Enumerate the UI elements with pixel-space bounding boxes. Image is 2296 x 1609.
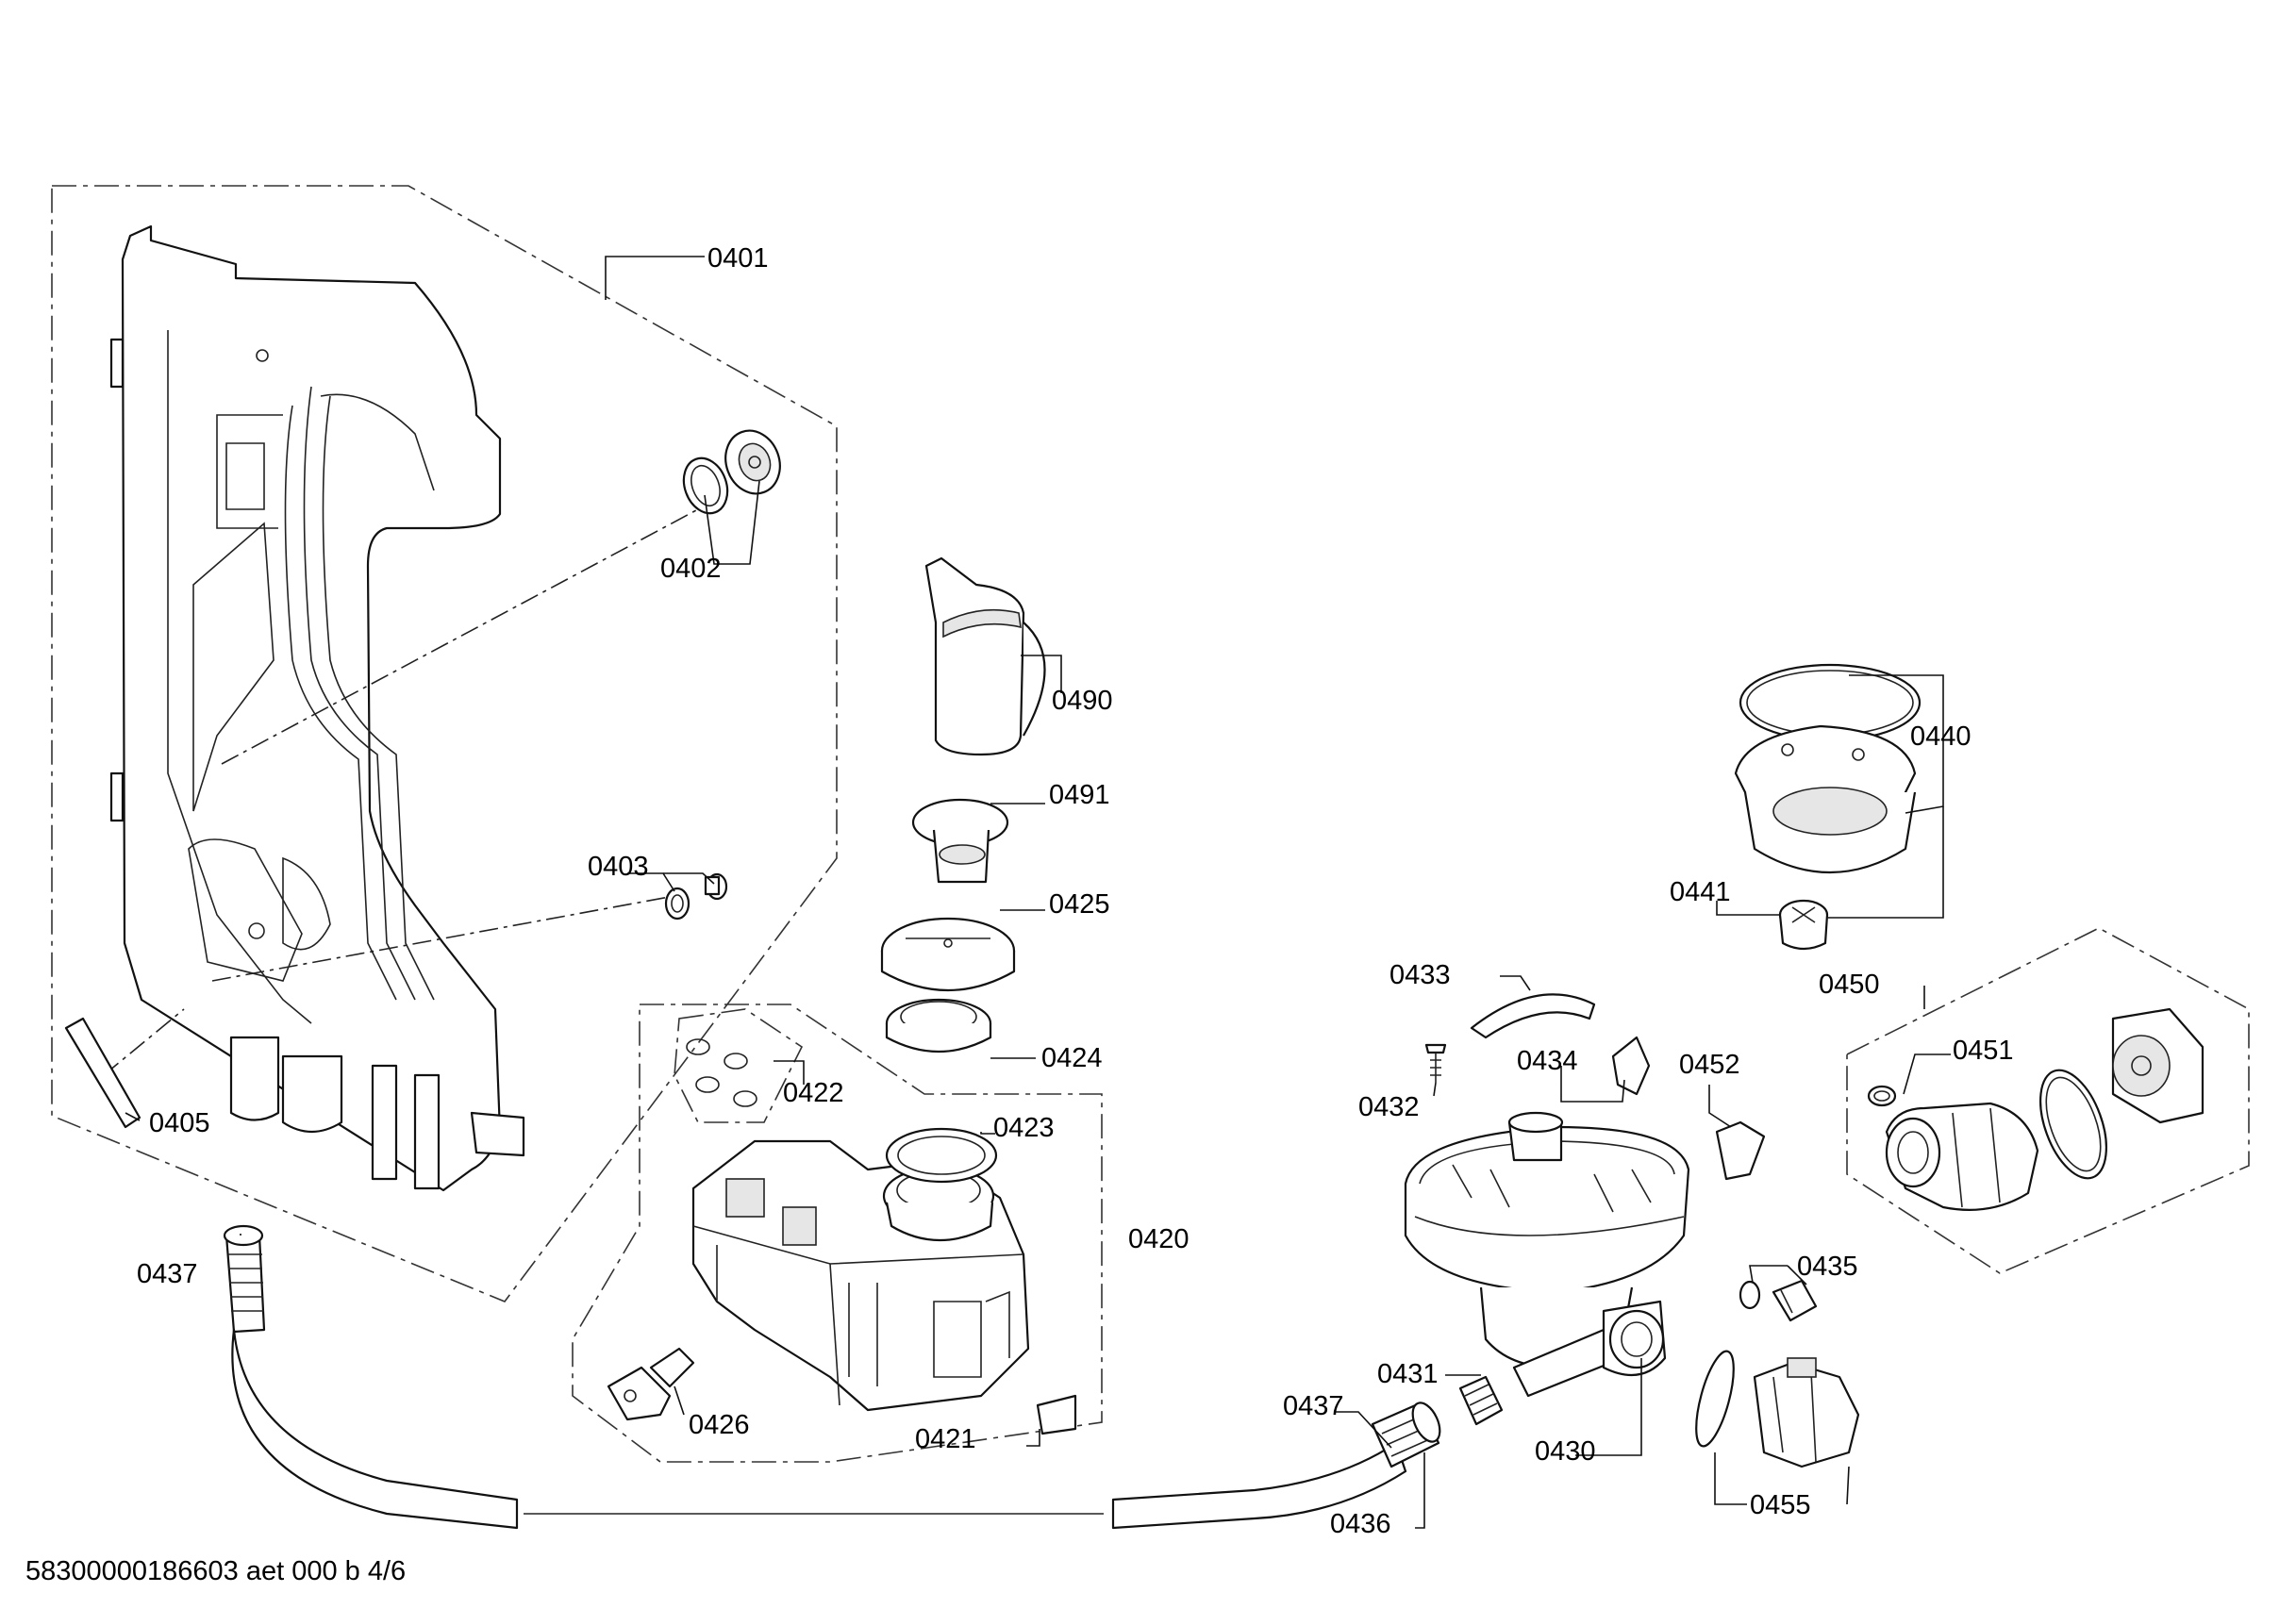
seal-0423-part	[885, 1127, 998, 1184]
side-panel-part	[109, 224, 525, 1192]
sump-0430-part	[1404, 1111, 1690, 1398]
label-0401: 0401	[707, 243, 769, 274]
valve-0426-part	[607, 1347, 695, 1421]
pump-housing-0440-part	[1734, 663, 1922, 874]
label-0437-left: 0437	[137, 1259, 198, 1289]
part-labels: 0401 0402 0403 0405 0490 0491 0425 0424 …	[137, 243, 2014, 1539]
document-footer: 58300000186603 aet 000 b 4/6	[25, 1556, 407, 1586]
seals-0422-part	[674, 1008, 804, 1123]
center-line-0402	[221, 508, 699, 765]
label-0455: 0455	[1750, 1490, 1811, 1520]
seal-0423-inner	[897, 1136, 986, 1175]
label-0405: 0405	[149, 1108, 210, 1138]
label-0422: 0422	[783, 1078, 844, 1108]
funnel-0490-part	[924, 556, 1046, 756]
label-0490: 0490	[1052, 686, 1113, 716]
group-outline-heat-pump	[1846, 927, 2250, 1274]
label-0433: 0433	[1389, 960, 1451, 990]
label-0452: 0452	[1679, 1050, 1740, 1080]
label-0425: 0425	[1049, 889, 1110, 920]
label-0435: 0435	[1797, 1252, 1858, 1282]
label-0440: 0440	[1910, 722, 1972, 752]
label-0421: 0421	[915, 1424, 976, 1454]
label-0432: 0432	[1358, 1092, 1420, 1122]
group-outline-side-panel	[51, 185, 838, 1302]
label-0451: 0451	[1953, 1036, 2014, 1066]
label-0426: 0426	[689, 1410, 750, 1440]
clamp-0451-part	[1867, 1085, 1897, 1107]
fitting-0403-part	[664, 872, 728, 921]
label-0402: 0402	[660, 554, 722, 584]
label-0450: 0450	[1819, 970, 1880, 1000]
leader-lines	[125, 256, 1951, 1529]
seal-0402-part	[682, 429, 781, 515]
label-0437-right: 0437	[1283, 1391, 1344, 1421]
clip-0434-part	[1611, 1036, 1651, 1096]
label-0430: 0430	[1535, 1436, 1596, 1467]
center-line-0405	[103, 1008, 185, 1076]
lid-0425-part	[880, 917, 1016, 991]
label-0423: 0423	[993, 1113, 1055, 1143]
filter-0431-part	[1458, 1375, 1504, 1426]
label-0424: 0424	[1041, 1043, 1103, 1073]
group-outline-water-softener	[572, 1004, 1103, 1463]
impeller-0441-part	[1778, 899, 1829, 951]
center-line-0403	[211, 895, 675, 982]
label-0434: 0434	[1517, 1046, 1578, 1076]
water-softener-0420-part	[691, 1139, 1030, 1412]
label-0491: 0491	[1049, 780, 1110, 810]
label-0420: 0420	[1128, 1224, 1190, 1254]
bracket-0452-part	[1715, 1120, 1766, 1181]
clip-0433-part	[1470, 993, 1596, 1039]
screw-0432-part	[1424, 1043, 1447, 1083]
ring-0424-part	[885, 998, 992, 1053]
label-0403: 0403	[588, 852, 649, 882]
drain-hose-0437-part	[223, 1224, 1441, 1530]
label-0436: 0436	[1330, 1509, 1391, 1539]
clip-0405-part	[64, 1017, 141, 1129]
cap-0491-part	[911, 798, 1009, 884]
heat-pump-0450-part	[1885, 1007, 2204, 1211]
label-0431: 0431	[1377, 1359, 1439, 1389]
sensor-0435-part	[1739, 1279, 1818, 1322]
label-0441: 0441	[1670, 877, 1731, 907]
clip-0421-part	[1036, 1394, 1077, 1435]
pump-0455-part	[1695, 1350, 1860, 1468]
